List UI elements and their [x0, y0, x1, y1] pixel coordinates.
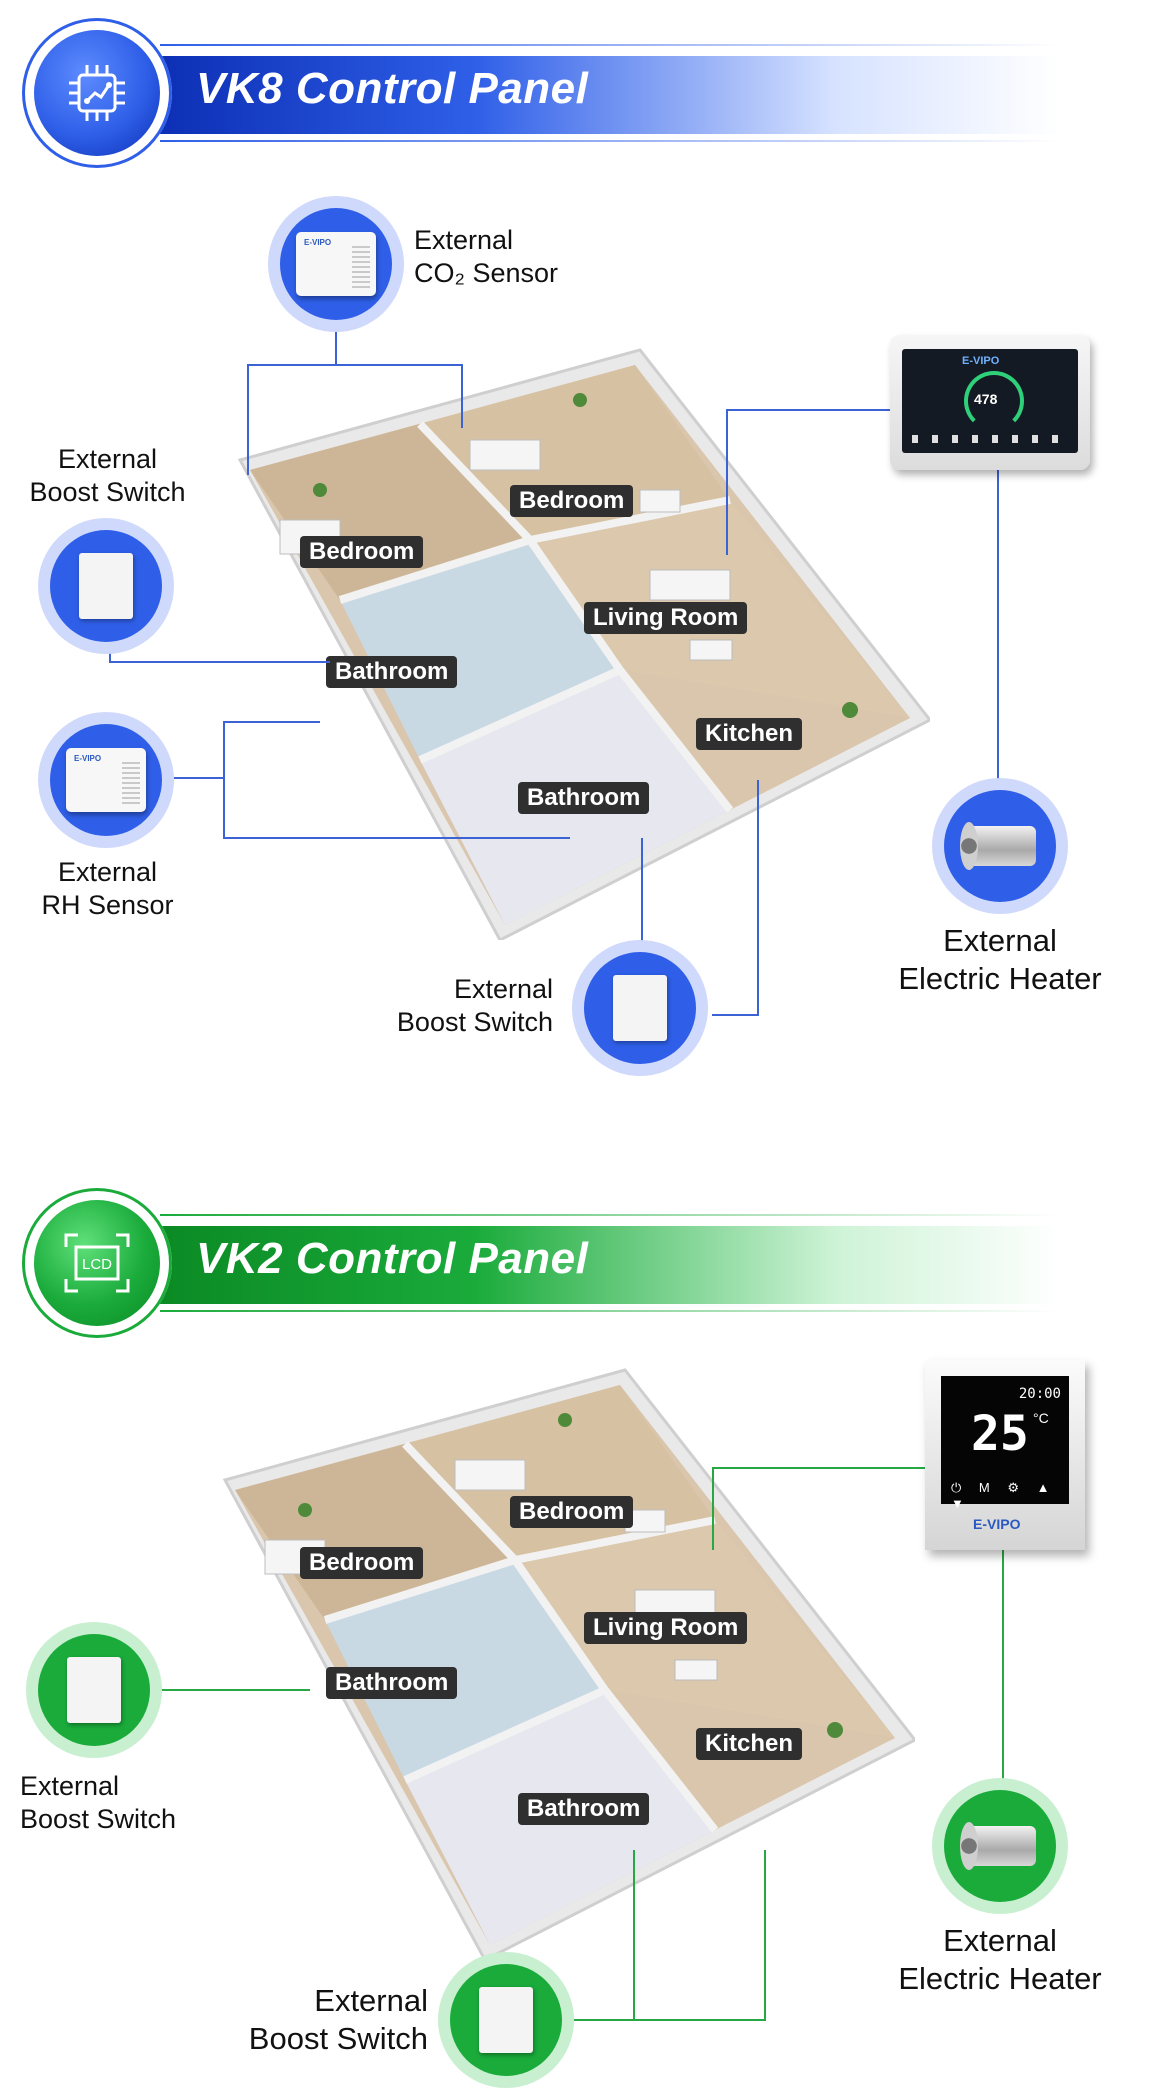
- co2-reading: 478: [974, 391, 998, 407]
- switch-icon: [67, 1657, 121, 1723]
- vk2-controller: 20:00 25 °C ⏻ M ⚙ ▲ ▼ E-VIPO: [925, 1360, 1085, 1550]
- banner-line-bottom: [160, 1310, 1060, 1312]
- svg-text:LCD: LCD: [82, 1256, 112, 1273]
- room-label-living-room: Living Room: [584, 1612, 748, 1644]
- electric-heater-device: [932, 1778, 1068, 1914]
- boost-switch-bottom-device: [572, 940, 708, 1076]
- vk8-controller: E-VIPO 478: [890, 335, 1090, 470]
- vk2-screen: 20:00 25 °C ⏻ M ⚙ ▲ ▼: [941, 1376, 1069, 1511]
- rh-sensor-label: External RH Sensor: [41, 857, 174, 920]
- chip-icon: [69, 65, 125, 121]
- switch-icon: [79, 553, 133, 619]
- banner-line-bottom: [160, 140, 1060, 142]
- co2-sensor-icon: E-VIPO: [296, 232, 376, 296]
- brand-logo: E-VIPO: [973, 1516, 1021, 1532]
- room-label-bedroom: Bedroom: [300, 536, 424, 568]
- electric-heater-label: External Electric Heater: [898, 1923, 1102, 1996]
- banner-line-top: [160, 1214, 1060, 1216]
- boost-switch-left-label: External Boost Switch: [29, 444, 186, 507]
- heater-icon: [958, 1818, 1042, 1874]
- banner-line-top: [160, 44, 1060, 46]
- room-label-bathroom: Bathroom: [518, 1793, 650, 1825]
- vk8-banner: [160, 56, 1060, 134]
- co2-gauge: [964, 371, 1024, 431]
- vk8-badge: [22, 18, 172, 168]
- rh-sensor-device: E-VIPO: [38, 712, 174, 848]
- vk8-title: VK8 Control Panel: [196, 64, 589, 113]
- brand-logo: E-VIPO: [962, 355, 1000, 367]
- room-label-bathroom: Bathroom: [326, 1667, 458, 1699]
- vk2-connectors: [160, 1467, 1004, 2021]
- vk2-banner: [160, 1226, 1060, 1304]
- boost-switch-bottom-device: [438, 1952, 574, 2088]
- electric-heater-label: External Electric Heater: [898, 923, 1102, 996]
- rh-sensor-icon: E-VIPO: [66, 748, 146, 812]
- room-label-bedroom: Bedroom: [510, 1496, 634, 1528]
- boost-switch-left-device: [38, 518, 174, 654]
- boost-switch-bottom-label: External Boost Switch: [396, 974, 553, 1037]
- vk2-title: VK2 Control Panel: [196, 1234, 589, 1283]
- co2-sensor-label: External CO₂ Sensor: [414, 225, 559, 288]
- temperature-unit: °C: [1033, 1410, 1049, 1426]
- vk8-section: VK8 Control Panel Bedroom Bedroom Living…: [22, 18, 1102, 1076]
- room-label-bathroom: Bathroom: [518, 782, 650, 814]
- boost-switch-left-label: External Boost Switch: [20, 1771, 177, 1834]
- room-label-kitchen: Kitchen: [696, 718, 803, 750]
- vk2-badge: LCD: [22, 1188, 172, 1338]
- boost-switch-bottom-label: External Boost Switch: [248, 1983, 428, 2056]
- clock-readout: 20:00: [1018, 1386, 1061, 1402]
- screen-icons: [912, 435, 1068, 443]
- room-label-bedroom: Bedroom: [510, 485, 634, 517]
- room-label-bedroom: Bedroom: [300, 1547, 424, 1579]
- switch-icon: [479, 1987, 533, 2053]
- temperature-readout: 25: [971, 1406, 1029, 1462]
- electric-heater-device: [932, 778, 1068, 914]
- lcd-icon: LCD: [64, 1233, 130, 1293]
- room-label-bathroom: Bathroom: [326, 656, 458, 688]
- switch-icon: [613, 975, 667, 1041]
- room-label-living-room: Living Room: [584, 602, 748, 634]
- boost-switch-left-device: [26, 1622, 162, 1758]
- co2-sensor-device: E-VIPO: [268, 196, 404, 332]
- vk2-section: LCD VK2 Control Panel Bedroom Bedroom Li…: [0, 1170, 1157, 2088]
- vk8-screen: E-VIPO 478: [902, 349, 1078, 453]
- heater-icon: [958, 818, 1042, 874]
- control-keys-icons: ⏻ M ⚙ ▲ ▼: [951, 1480, 1057, 1511]
- room-label-kitchen: Kitchen: [696, 1728, 803, 1760]
